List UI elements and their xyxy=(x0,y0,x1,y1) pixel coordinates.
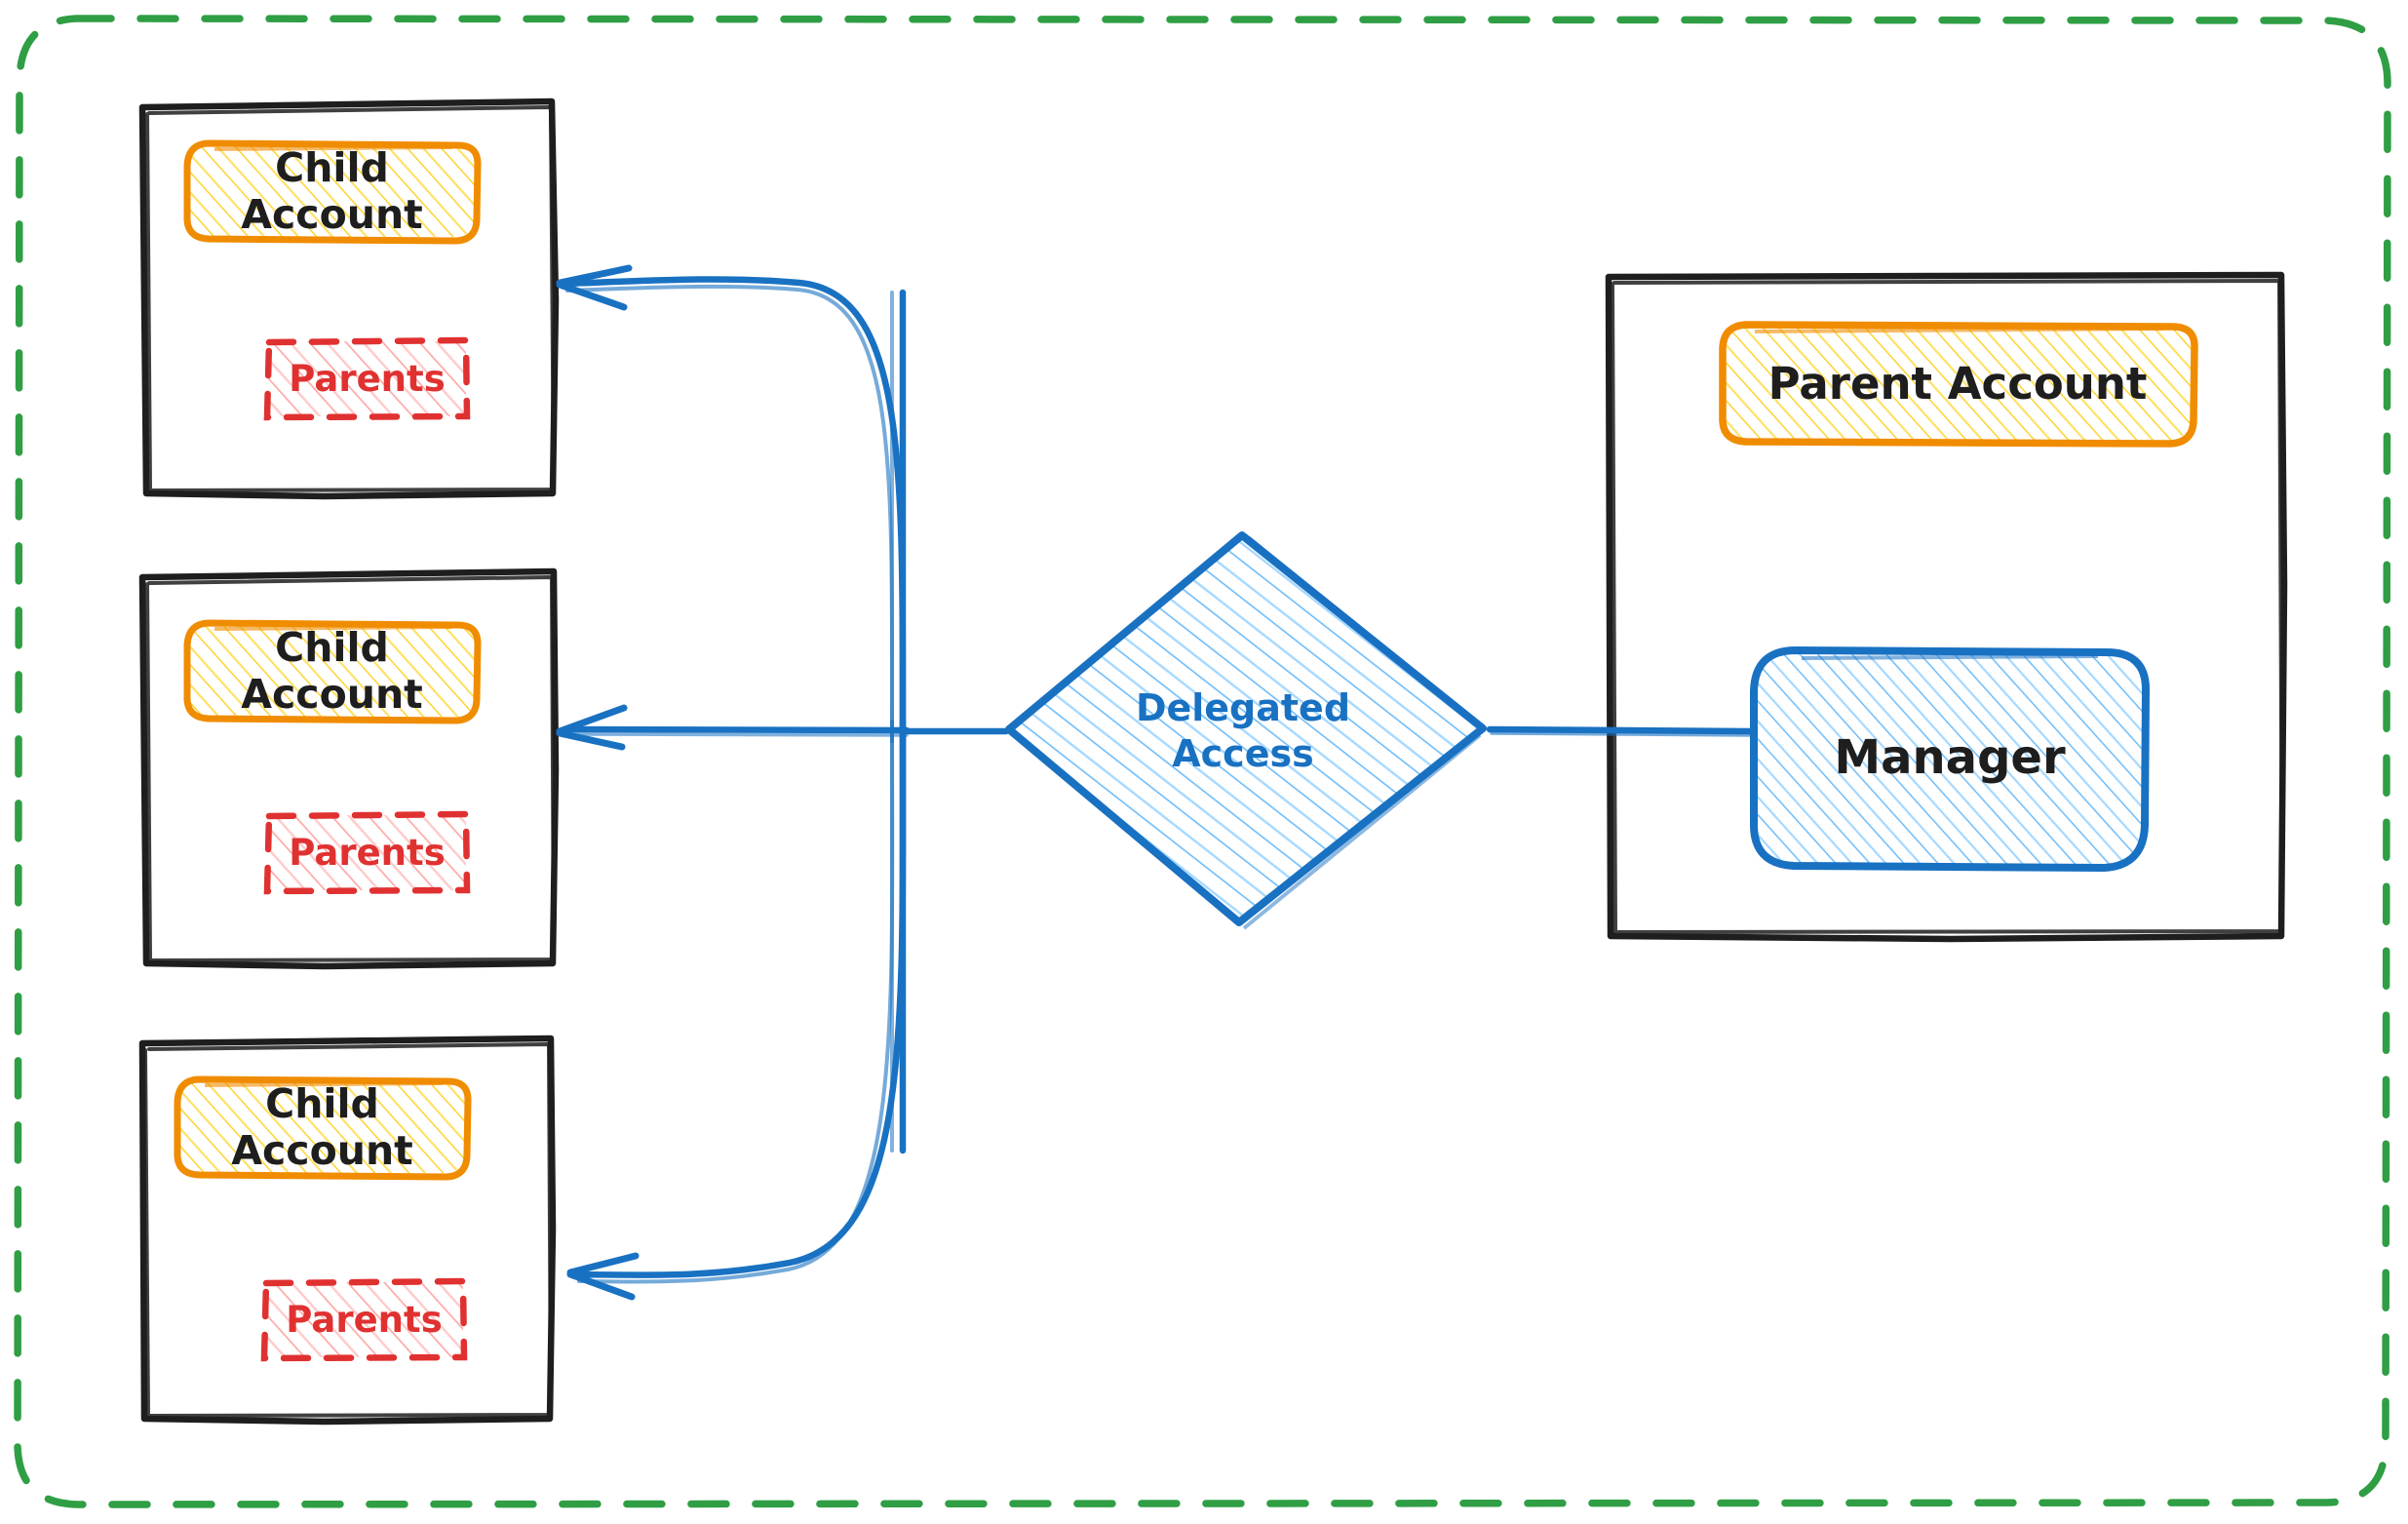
connector-hub-riser xyxy=(890,289,1010,1154)
parents-box-3[interactable] xyxy=(260,1277,468,1362)
child-account-pill-1[interactable] xyxy=(183,139,482,245)
manager-box[interactable] xyxy=(1749,645,2151,873)
child-account-pill-2[interactable] xyxy=(183,619,482,724)
parent-account-pill[interactable] xyxy=(1719,321,2198,448)
connector-hub-to-child-1[interactable] xyxy=(556,264,907,745)
parents-box-1[interactable] xyxy=(263,336,471,421)
connector-hub-to-child-2[interactable] xyxy=(556,704,911,751)
connector-hub-to-child-3[interactable] xyxy=(566,718,907,1301)
delegated-access-diamond[interactable] xyxy=(1005,531,1488,930)
parents-box-2[interactable] xyxy=(263,810,471,895)
child-account-pill-3[interactable] xyxy=(174,1075,472,1181)
organization-boundary xyxy=(14,15,2391,1508)
connector-manager-to-hub[interactable] xyxy=(1486,725,1755,737)
